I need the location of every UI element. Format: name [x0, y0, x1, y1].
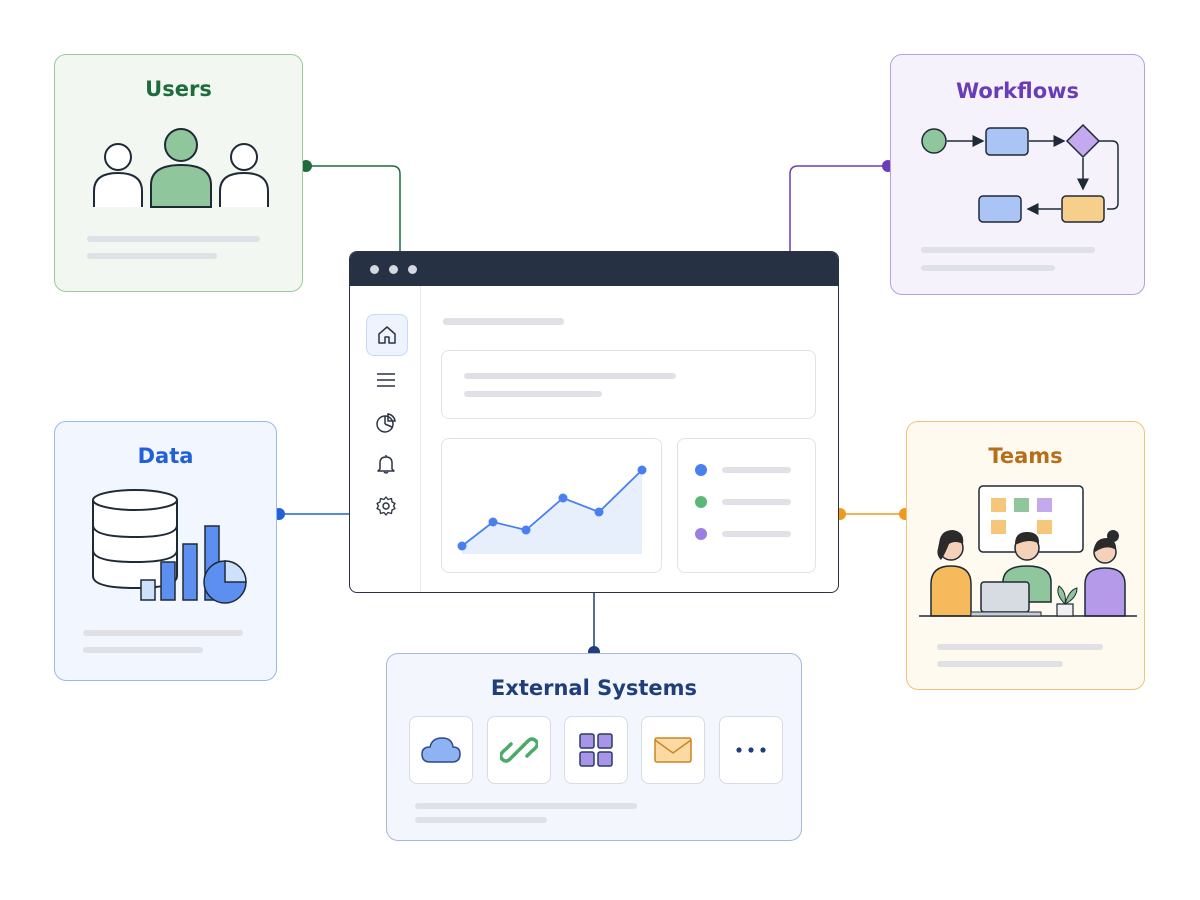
legend-placeholder-1	[722, 467, 791, 473]
app-sidebar	[350, 286, 421, 592]
content-heading-placeholder	[443, 318, 564, 325]
external-tile-apps[interactable]	[564, 716, 628, 784]
workflow-diagram-icon	[921, 123, 1119, 223]
legend-dot-green	[695, 496, 707, 508]
workflows-title: Workflows	[955, 79, 1080, 103]
teams-card[interactable]: Teams	[906, 421, 1145, 690]
legend-dot-blue	[695, 464, 707, 476]
app-window[interactable]	[349, 251, 839, 593]
data-placeholder-line-1	[83, 630, 243, 636]
external-systems-card[interactable]: External Systems	[386, 653, 802, 841]
sidebar-notifications[interactable]	[366, 444, 406, 484]
workflows-placeholder-line-1	[921, 247, 1095, 253]
window-dot-3[interactable]	[408, 265, 417, 274]
teams-placeholder-line-2	[937, 661, 1063, 667]
connector-workflows	[789, 165, 888, 251]
pie-chart-icon	[376, 413, 396, 433]
database-chart-icon	[92, 489, 247, 604]
sidebar-menu[interactable]	[366, 360, 406, 400]
external-placeholder-line-2	[415, 817, 547, 823]
legend-dot-purple	[695, 528, 707, 540]
data-card[interactable]: Data	[54, 421, 277, 681]
summary-placeholder-line-2	[464, 391, 602, 397]
data-title: Data	[137, 444, 194, 468]
menu-icon	[377, 373, 395, 387]
teams-title: Teams	[988, 444, 1063, 468]
sidebar-home[interactable]	[366, 314, 408, 356]
link-icon	[500, 737, 538, 763]
legend-placeholder-3	[722, 531, 791, 537]
team-meeting-illustration	[919, 485, 1137, 617]
external-tile-mail[interactable]	[641, 716, 705, 784]
users-card[interactable]: Users	[54, 54, 303, 292]
chart-panel[interactable]	[441, 438, 662, 573]
chart-point	[558, 493, 568, 503]
summary-placeholder-line-1	[464, 373, 676, 379]
workflows-card[interactable]: Workflows	[890, 54, 1145, 295]
legend-panel[interactable]	[677, 438, 816, 573]
connector-users	[306, 165, 401, 251]
users-placeholder-line-2	[87, 253, 217, 259]
bell-icon	[377, 455, 395, 474]
window-dot-2[interactable]	[389, 265, 398, 274]
external-systems-title: External Systems	[490, 676, 698, 700]
home-icon	[378, 326, 396, 344]
external-tile-cloud[interactable]	[409, 716, 473, 784]
more-icon	[736, 747, 766, 753]
users-title: Users	[145, 77, 212, 101]
teams-placeholder-line-1	[937, 644, 1103, 650]
mail-icon	[654, 737, 692, 763]
cloud-icon	[421, 737, 461, 763]
external-placeholder-line-1	[415, 803, 637, 809]
data-placeholder-line-2	[83, 647, 203, 653]
chart-point	[594, 507, 604, 517]
line-chart	[457, 465, 647, 554]
legend-placeholder-2	[722, 499, 791, 505]
chart-point	[488, 517, 498, 527]
external-tile-more[interactable]	[719, 716, 783, 784]
users-placeholder-line-1	[87, 236, 260, 242]
window-titlebar	[350, 252, 838, 286]
sidebar-analytics[interactable]	[366, 403, 406, 443]
sidebar-settings[interactable]	[366, 486, 406, 526]
external-tile-link[interactable]	[487, 716, 551, 784]
chart-point	[521, 525, 531, 535]
chart-point	[637, 465, 647, 475]
summary-panel[interactable]	[441, 350, 816, 419]
chart-point	[457, 541, 467, 551]
users-icon	[93, 128, 269, 208]
connector-dot-users	[300, 160, 312, 172]
grid-icon	[579, 733, 613, 767]
workflows-placeholder-line-2	[921, 265, 1055, 271]
gear-icon	[376, 496, 396, 516]
window-dot-1[interactable]	[370, 265, 379, 274]
